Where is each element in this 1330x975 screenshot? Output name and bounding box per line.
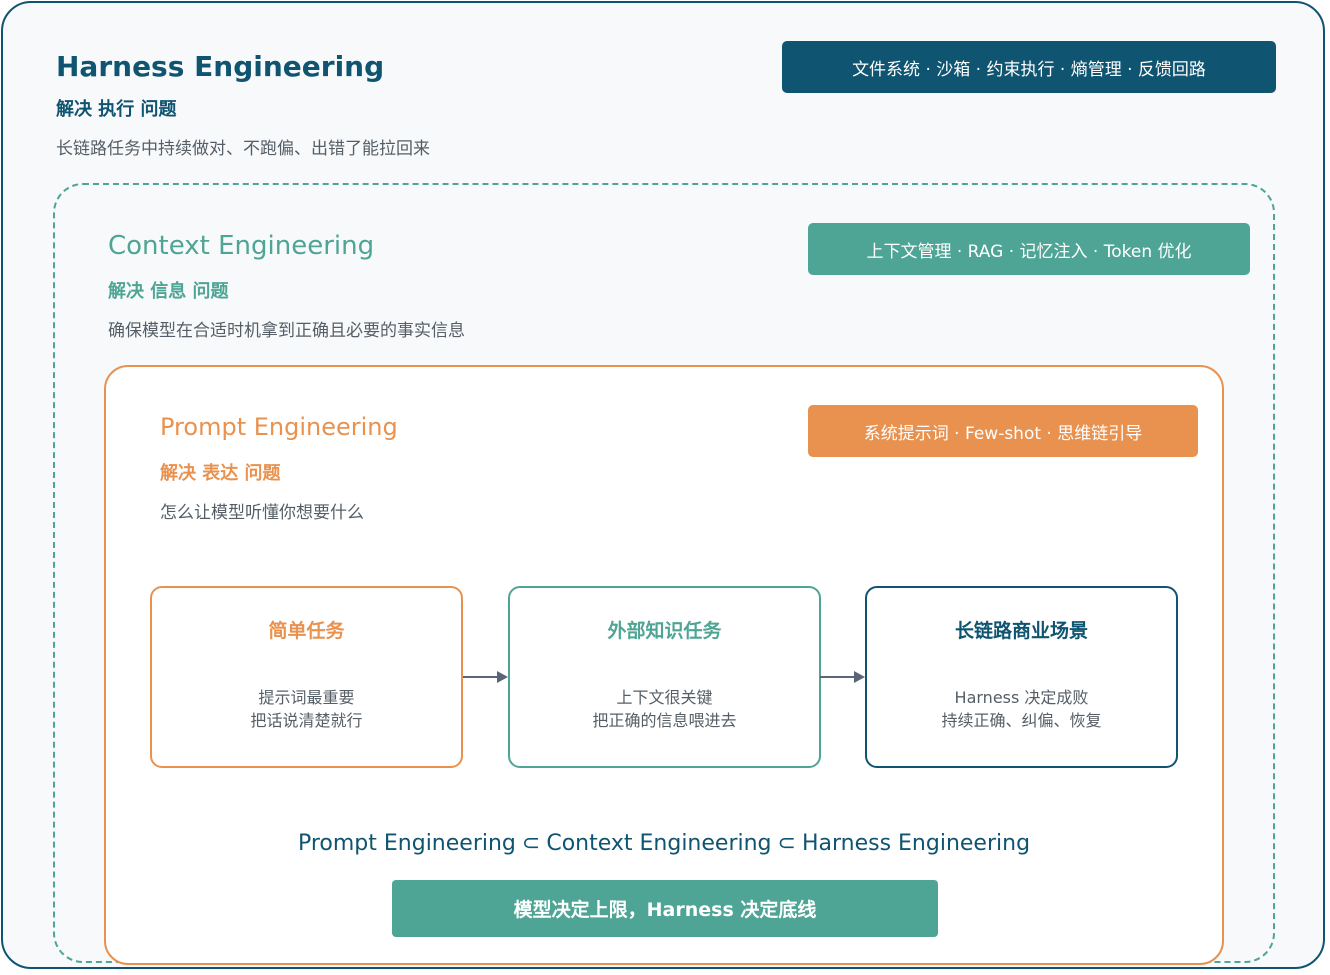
context-title: Context Engineering bbox=[108, 231, 375, 261]
flow-card-title: 简单任务 bbox=[268, 620, 345, 642]
subset-symbol: ⊂ bbox=[521, 831, 541, 856]
flow-card-line: Harness 决定成败 bbox=[954, 688, 1089, 707]
prompt-description: 怎么让模型听懂你想要什么 bbox=[160, 503, 364, 523]
subset-symbol: ⊂ bbox=[777, 831, 796, 856]
context-tag: 上下文管理 · RAG · 记忆注入 · Token 优化 bbox=[808, 223, 1250, 275]
flow-card-simple-task: 简单任务 提示词最重要 把话说清楚就行 bbox=[150, 586, 463, 768]
flow-arrow-icon bbox=[463, 671, 508, 683]
subset-relation: Prompt Engineering⊂Context Engineering⊂H… bbox=[104, 831, 1224, 856]
subset-context: Context Engineering bbox=[546, 831, 772, 856]
flow-card-line: 提示词最重要 bbox=[258, 688, 355, 707]
flow-arrow-icon bbox=[820, 671, 865, 683]
flow-card-long-chain-business: 长链路商业场景 Harness 决定成败 持续正确、纠偏、恢复 bbox=[865, 586, 1178, 768]
conclusion-banner: 模型决定上限，Harness 决定底线 bbox=[392, 880, 938, 937]
harness-subtitle: 解决 执行 问题 bbox=[56, 99, 177, 120]
flow-card-line: 把话说清楚就行 bbox=[250, 711, 363, 730]
prompt-subtitle: 解决 表达 问题 bbox=[160, 463, 281, 484]
subset-harness: Harness Engineering bbox=[801, 831, 1031, 856]
flow-card-line: 把正确的信息喂进去 bbox=[592, 711, 737, 730]
harness-tag: 文件系统 · 沙箱 · 约束执行 · 熵管理 · 反馈回路 bbox=[782, 41, 1276, 93]
flow-card-line: 上下文很关键 bbox=[616, 688, 713, 707]
context-description: 确保模型在合适时机拿到正确且必要的事实信息 bbox=[108, 321, 465, 341]
prompt-tag: 系统提示词 · Few-shot · 思维链引导 bbox=[808, 405, 1198, 457]
harness-description: 长链路任务中持续做对、不跑偏、出错了能拉回来 bbox=[56, 139, 430, 159]
flow-card-title: 外部知识任务 bbox=[607, 620, 722, 642]
context-subtitle: 解决 信息 问题 bbox=[108, 281, 229, 302]
harness-title: Harness Engineering bbox=[56, 50, 385, 83]
flow-card-external-knowledge: 外部知识任务 上下文很关键 把正确的信息喂进去 bbox=[508, 586, 821, 768]
flow-card-title: 长链路商业场景 bbox=[954, 620, 1088, 642]
flow-card-line: 持续正确、纠偏、恢复 bbox=[941, 711, 1102, 730]
subset-prompt: Prompt Engineering bbox=[297, 831, 516, 856]
prompt-title: Prompt Engineering bbox=[160, 413, 398, 441]
